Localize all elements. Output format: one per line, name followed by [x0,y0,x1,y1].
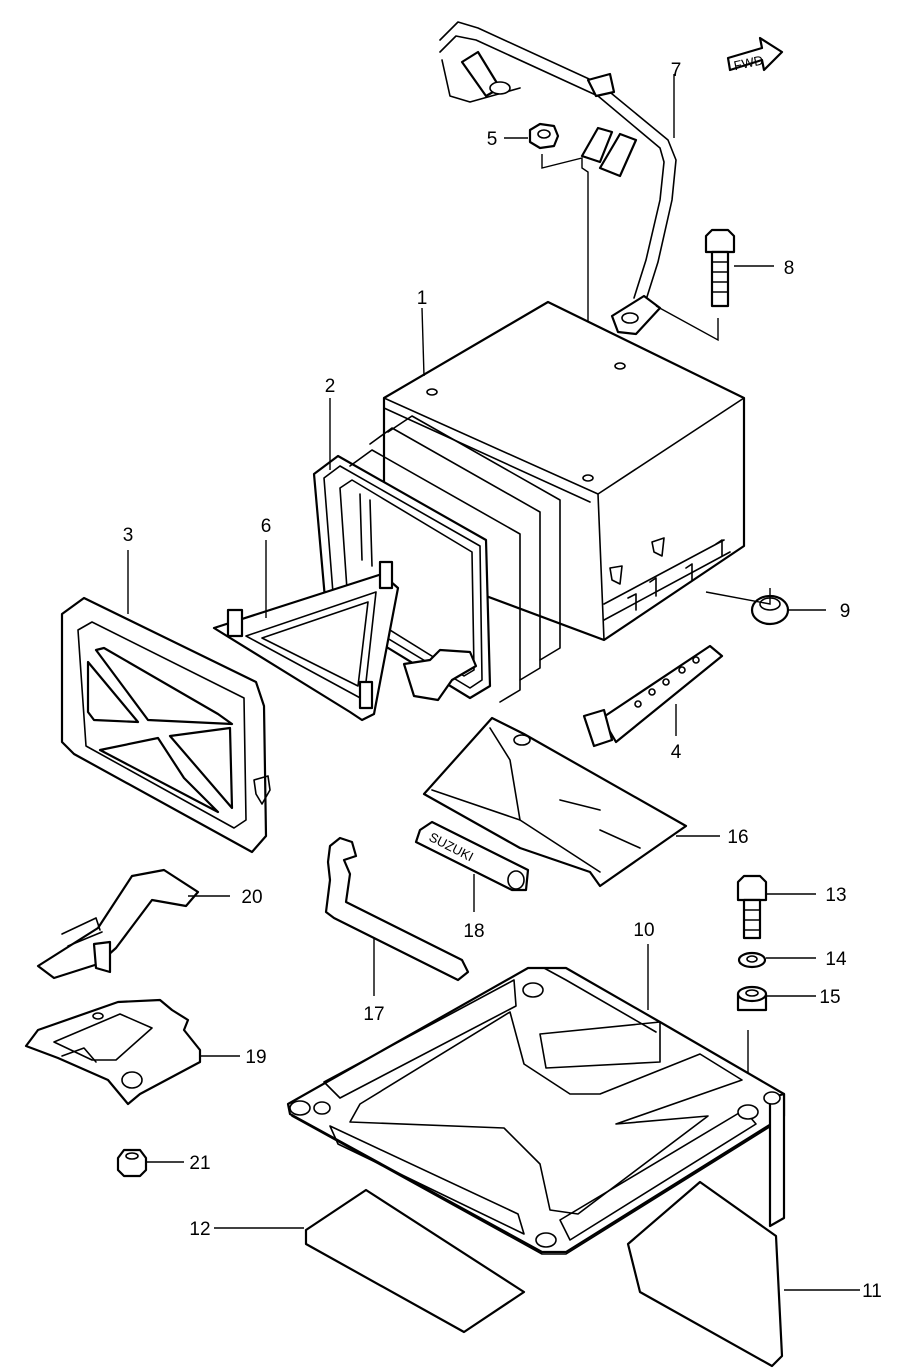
callout-16: 16 [727,827,748,848]
part-5-nut [528,122,560,150]
callout-15: 15 [819,987,840,1008]
callout-17: 17 [363,1004,384,1025]
callout-7: 7 [671,60,682,81]
callout-14: 14 [825,949,847,970]
callout-10: 10 [633,920,654,941]
part-20-latch [36,868,200,980]
callout-18: 18 [463,921,484,942]
callout-1: 1 [417,288,428,309]
part-15-cushion [736,985,768,1012]
callout-20: 20 [241,887,262,908]
part-3-door-frame [60,596,271,854]
part-8-bolt [704,228,736,308]
forward-direction-arrow: FWD [726,36,784,73]
part-13-bolt [736,874,768,940]
part-21-nut [116,1148,148,1178]
part-11-side-pad [626,1180,784,1368]
callout-6: 6 [261,516,272,537]
part-10-base-plate [286,966,786,1255]
callout-19: 19 [245,1047,266,1068]
part-6-lid-plate [212,560,478,722]
callout-21: 21 [189,1153,210,1174]
part-12-pad [304,1188,526,1334]
callout-3: 3 [123,525,134,546]
callout-5: 5 [487,129,498,150]
callout-8: 8 [784,258,795,279]
part-17-spanner [324,836,470,982]
callout-12: 12 [189,1219,210,1240]
part-14-washer [737,951,767,969]
callout-4: 4 [671,742,682,763]
callout-9: 9 [840,601,851,622]
callout-2: 2 [325,376,336,397]
callout-11: 11 [862,1281,882,1302]
part-19-latch-bracket [24,998,202,1106]
callout-13: 13 [825,885,846,906]
fwd-label: FWD [732,52,764,73]
part-16-tool-bag [422,716,688,888]
part-4-stay [582,644,724,748]
part-7-carrier-bracket [439,21,677,336]
